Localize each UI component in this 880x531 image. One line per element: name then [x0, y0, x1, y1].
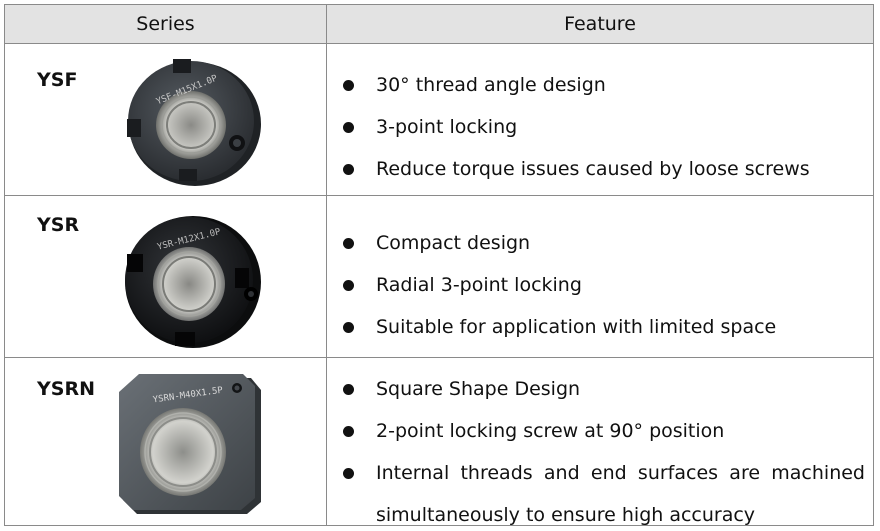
series-cell: YSF — [5, 43, 327, 195]
bullet-icon — [343, 238, 354, 249]
bullet-icon — [343, 426, 354, 437]
ysr-lock-nut-image: YSR-M12X1.0P — [125, 216, 261, 348]
series-feature-table: Series Feature YSF — [4, 4, 874, 526]
table-row-ysr: YSR — [5, 196, 873, 358]
series-name: YSRN — [37, 378, 95, 400]
series-cell: YSRN — [5, 358, 327, 525]
series-name: YSR — [37, 214, 80, 236]
table-header: Series Feature — [5, 5, 873, 44]
bullet-icon — [343, 280, 354, 291]
ysf-lock-nut-image: YSF-M15X1.0P — [127, 59, 261, 186]
ysrn-square-lock-nut-image: YSRN-M40X1.5P — [119, 374, 261, 514]
bullet-icon — [343, 468, 354, 479]
series-column-header: Series — [5, 5, 327, 43]
bullet-icon — [343, 80, 354, 91]
bullet-icon — [343, 164, 354, 175]
bullet-icon — [343, 122, 354, 133]
series-cell: YSR — [5, 196, 327, 357]
bullet-icon — [343, 322, 354, 333]
feature-column-header: Feature — [564, 13, 636, 35]
table-row-ysf: YSF — [5, 43, 873, 196]
table-row-ysrn: YSRN — [5, 358, 873, 526]
series-name: YSF — [37, 69, 78, 91]
bullet-icon — [343, 384, 354, 395]
